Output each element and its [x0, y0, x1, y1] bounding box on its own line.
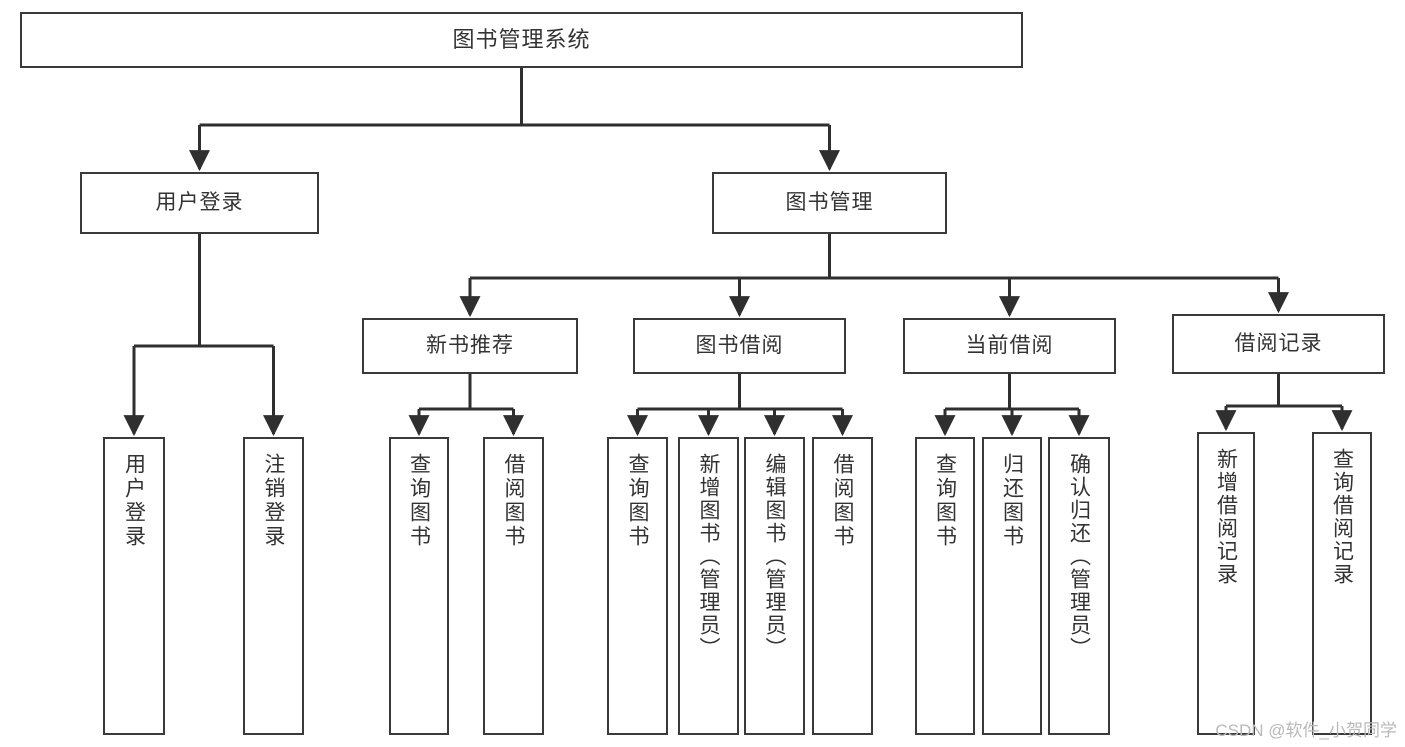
leaf-borrow-book-recommendation[interactable]: 借阅图书 [483, 437, 544, 735]
node-user-login[interactable]: 用户登录 [80, 172, 319, 234]
leaf-edit-book-admin[interactable]: 编辑图书（管理员） [744, 437, 805, 735]
leaf-query-borrow-record[interactable]: 查询借阅记录 [1312, 432, 1372, 735]
node-current-borrow[interactable]: 当前借阅 [903, 318, 1116, 374]
node-book-borrow[interactable]: 图书借阅 [633, 318, 846, 374]
leaf-query-book-borrow-label: 查询图书 [626, 453, 649, 549]
node-new-book-recommendation-label: 新书推荐 [426, 334, 514, 358]
leaf-user-login-label: 用户登录 [122, 453, 146, 549]
node-current-borrow-label: 当前借阅 [965, 334, 1054, 358]
node-root-label: 图书管理系统 [452, 26, 591, 52]
node-borrow-records-label: 借阅记录 [1234, 332, 1323, 356]
leaf-borrow-book-recommendation-label: 借阅图书 [502, 453, 525, 549]
leaf-query-book-current[interactable]: 查询图书 [915, 437, 975, 735]
leaf-add-book-admin[interactable]: 新增图书（管理员） [678, 437, 739, 735]
watermark: CSDN @软件_小贺同学 [1215, 721, 1397, 740]
leaf-user-logout[interactable]: 注销登录 [243, 437, 304, 735]
node-book-borrow-label: 图书借阅 [695, 334, 784, 358]
leaf-query-book-recommendation[interactable]: 查询图书 [389, 437, 449, 735]
node-root[interactable]: 图书管理系统 [20, 12, 1023, 68]
node-book-management-label: 图书管理 [785, 191, 874, 215]
node-book-management[interactable]: 图书管理 [712, 172, 947, 234]
leaf-borrow-book-label: 借阅图书 [831, 453, 854, 549]
node-user-login-label: 用户登录 [155, 191, 244, 215]
leaf-return-book[interactable]: 归还图书 [982, 437, 1042, 735]
leaf-borrow-book[interactable]: 借阅图书 [812, 437, 873, 735]
leaf-edit-book-admin-label: 编辑图书（管理员） [763, 453, 786, 660]
leaf-return-book-label: 归还图书 [1000, 453, 1024, 549]
node-borrow-records[interactable]: 借阅记录 [1172, 314, 1385, 374]
leaf-query-book-borrow[interactable]: 查询图书 [607, 437, 668, 735]
leaf-user-login[interactable]: 用户登录 [103, 437, 165, 735]
leaf-query-book-current-label: 查询图书 [933, 453, 957, 549]
node-new-book-recommendation[interactable]: 新书推荐 [362, 318, 578, 374]
leaf-query-borrow-record-label: 查询借阅记录 [1330, 448, 1354, 586]
leaf-confirm-return-admin-label: 确认归还（管理员） [1067, 453, 1091, 660]
leaf-user-logout-label: 注销登录 [262, 453, 285, 549]
leaf-query-book-recommendation-label: 查询图书 [407, 453, 431, 549]
leaf-confirm-return-admin[interactable]: 确认归还（管理员） [1048, 437, 1110, 735]
leaf-add-book-admin-label: 新增图书（管理员） [697, 453, 720, 660]
leaf-add-borrow-record-label: 新增借阅记录 [1214, 448, 1238, 586]
leaf-add-borrow-record[interactable]: 新增借阅记录 [1197, 432, 1255, 735]
